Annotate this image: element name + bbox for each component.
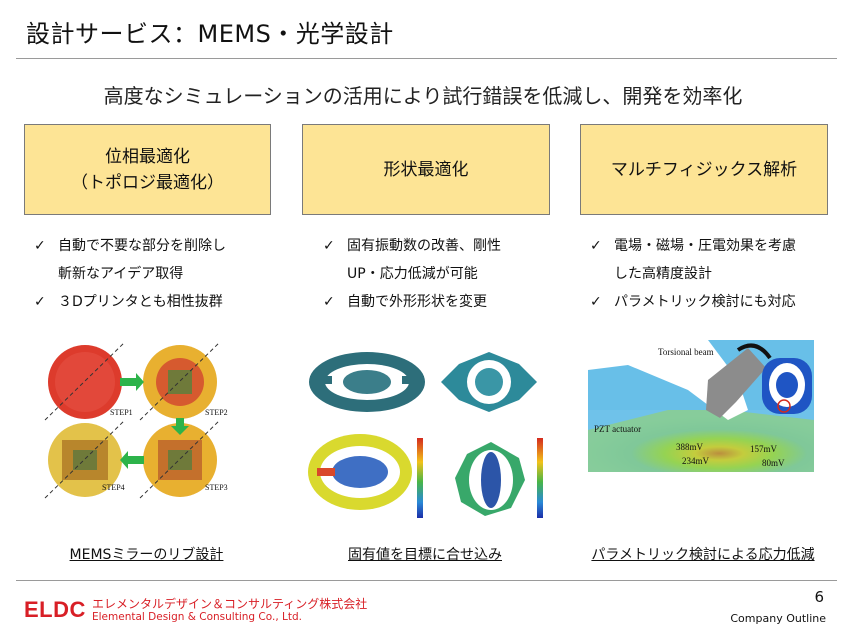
- caption-topology: MEMSミラーのリブ設計: [69, 547, 224, 563]
- bullet-item: ✓ 電場・磁場・圧電効果を考慮: [590, 232, 796, 260]
- multiphysics-figure: Torsional beam PZT actuator 388mV 234mV …: [588, 340, 814, 472]
- bullet-item: ✓ 固有振動数の改善、剛性: [323, 232, 501, 260]
- step-label: STEP3: [205, 483, 228, 492]
- colorbar: [417, 438, 423, 518]
- bullet-list-shape: ✓ 固有振動数の改善、剛性 UP・応力低減が可能 ✓ 自動で外形形状を変更: [323, 232, 501, 316]
- step-label: STEP2: [205, 408, 228, 417]
- topology-steps-illustration: STEP1 STEP2 STEP4 STEP3: [44, 341, 228, 499]
- heading-line: 位相最適化: [105, 146, 190, 167]
- bullet-item: ✓ ３Dプリンタとも相性抜群: [34, 288, 226, 316]
- check-icon: ✓: [323, 294, 335, 310]
- bullet-text: 固有振動数の改善、剛性: [347, 238, 501, 254]
- company-name-jp: エレメンタルデザイン＆コンサルティング株式会社: [92, 597, 368, 611]
- page-subtitle: 高度なシミュレーションの活用により試行錯誤を低減し、開発を効率化: [103, 84, 743, 108]
- topology-figure: STEP1 STEP2 STEP4 STEP3: [40, 340, 245, 505]
- bullet-item: ✓ 自動で不要な部分を削除し: [34, 232, 226, 260]
- company-logo: ELDC: [24, 597, 86, 622]
- bullet-text: 電場・磁場・圧電効果を考慮: [614, 238, 796, 254]
- shape-figure: [305, 340, 560, 530]
- arrow-down-icon: [171, 418, 189, 435]
- step-label: STEP1: [110, 408, 133, 417]
- label-pzt-actuator: PZT actuator: [594, 424, 641, 434]
- bullet-text: 自動で不要な部分を削除し: [58, 238, 226, 254]
- arrow-right-icon: [120, 373, 144, 391]
- check-icon: ✓: [590, 294, 602, 310]
- bullet-text-cont: した高精度設計: [614, 266, 712, 282]
- torsional-beam: [706, 348, 766, 418]
- footer-divider: [16, 580, 837, 581]
- page-title: 設計サービス：MEMS・光学設計: [26, 20, 394, 48]
- heading-line: マルチフィジックス解析: [610, 159, 798, 180]
- title-divider: [16, 58, 837, 59]
- bullet-text: ３Dプリンタとも相性抜群: [58, 294, 223, 310]
- check-icon: ✓: [590, 238, 602, 254]
- check-icon: ✓: [34, 238, 46, 254]
- label-80mv: 80mV: [762, 458, 785, 468]
- caption-shape: 固有値を目標に合せ込み: [348, 547, 502, 563]
- page-number: 6: [814, 588, 824, 606]
- shape-optimization-illustration: [308, 352, 543, 518]
- heading-box-shape: 形状最適化: [302, 124, 550, 215]
- check-icon: ✓: [323, 238, 335, 254]
- caption-multiphysics: パラメトリック検討による応力低減: [591, 547, 815, 563]
- arrow-left-icon: [120, 451, 144, 469]
- stress-field-illustration: Torsional beam PZT actuator 388mV 234mV …: [588, 340, 814, 472]
- label-234mv: 234mV: [682, 456, 710, 466]
- label-388mv: 388mV: [676, 442, 704, 452]
- bullet-text: 自動で外形形状を変更: [347, 294, 487, 310]
- company-name-en: Elemental Design & Consulting Co., Ltd.: [92, 611, 302, 623]
- rotation-arrow-icon: [736, 343, 772, 360]
- heading-line: 形状最適化: [383, 159, 469, 180]
- label-157mv: 157mV: [750, 444, 778, 454]
- bullet-list-multiphysics: ✓ 電場・磁場・圧電効果を考慮 した高精度設計 ✓ パラメトリック検討にも対応: [590, 232, 796, 316]
- heading-box-multiphysics: マルチフィジックス解析: [580, 124, 828, 215]
- bullet-list-topology: ✓ 自動で不要な部分を削除し 斬新なアイデア取得 ✓ ３Dプリンタとも相性抜群: [34, 232, 226, 316]
- bullet-text-cont: UP・応力低減が可能: [347, 266, 478, 282]
- bullet-text-cont: 斬新なアイデア取得: [58, 266, 184, 282]
- step-label: STEP4: [102, 483, 125, 492]
- heading-line: （トポロジ最適化）: [71, 172, 224, 193]
- check-icon: ✓: [34, 294, 46, 310]
- bullet-text: パラメトリック検討にも対応: [614, 294, 796, 310]
- footer-outline-label: Company Outline: [730, 612, 826, 625]
- heading-box-topology: 位相最適化 （トポロジ最適化）: [24, 124, 271, 215]
- colorbar: [537, 438, 543, 518]
- label-torsional-beam: Torsional beam: [658, 347, 714, 357]
- bullet-item: ✓ 自動で外形形状を変更: [323, 288, 501, 316]
- bullet-item: ✓ パラメトリック検討にも対応: [590, 288, 796, 316]
